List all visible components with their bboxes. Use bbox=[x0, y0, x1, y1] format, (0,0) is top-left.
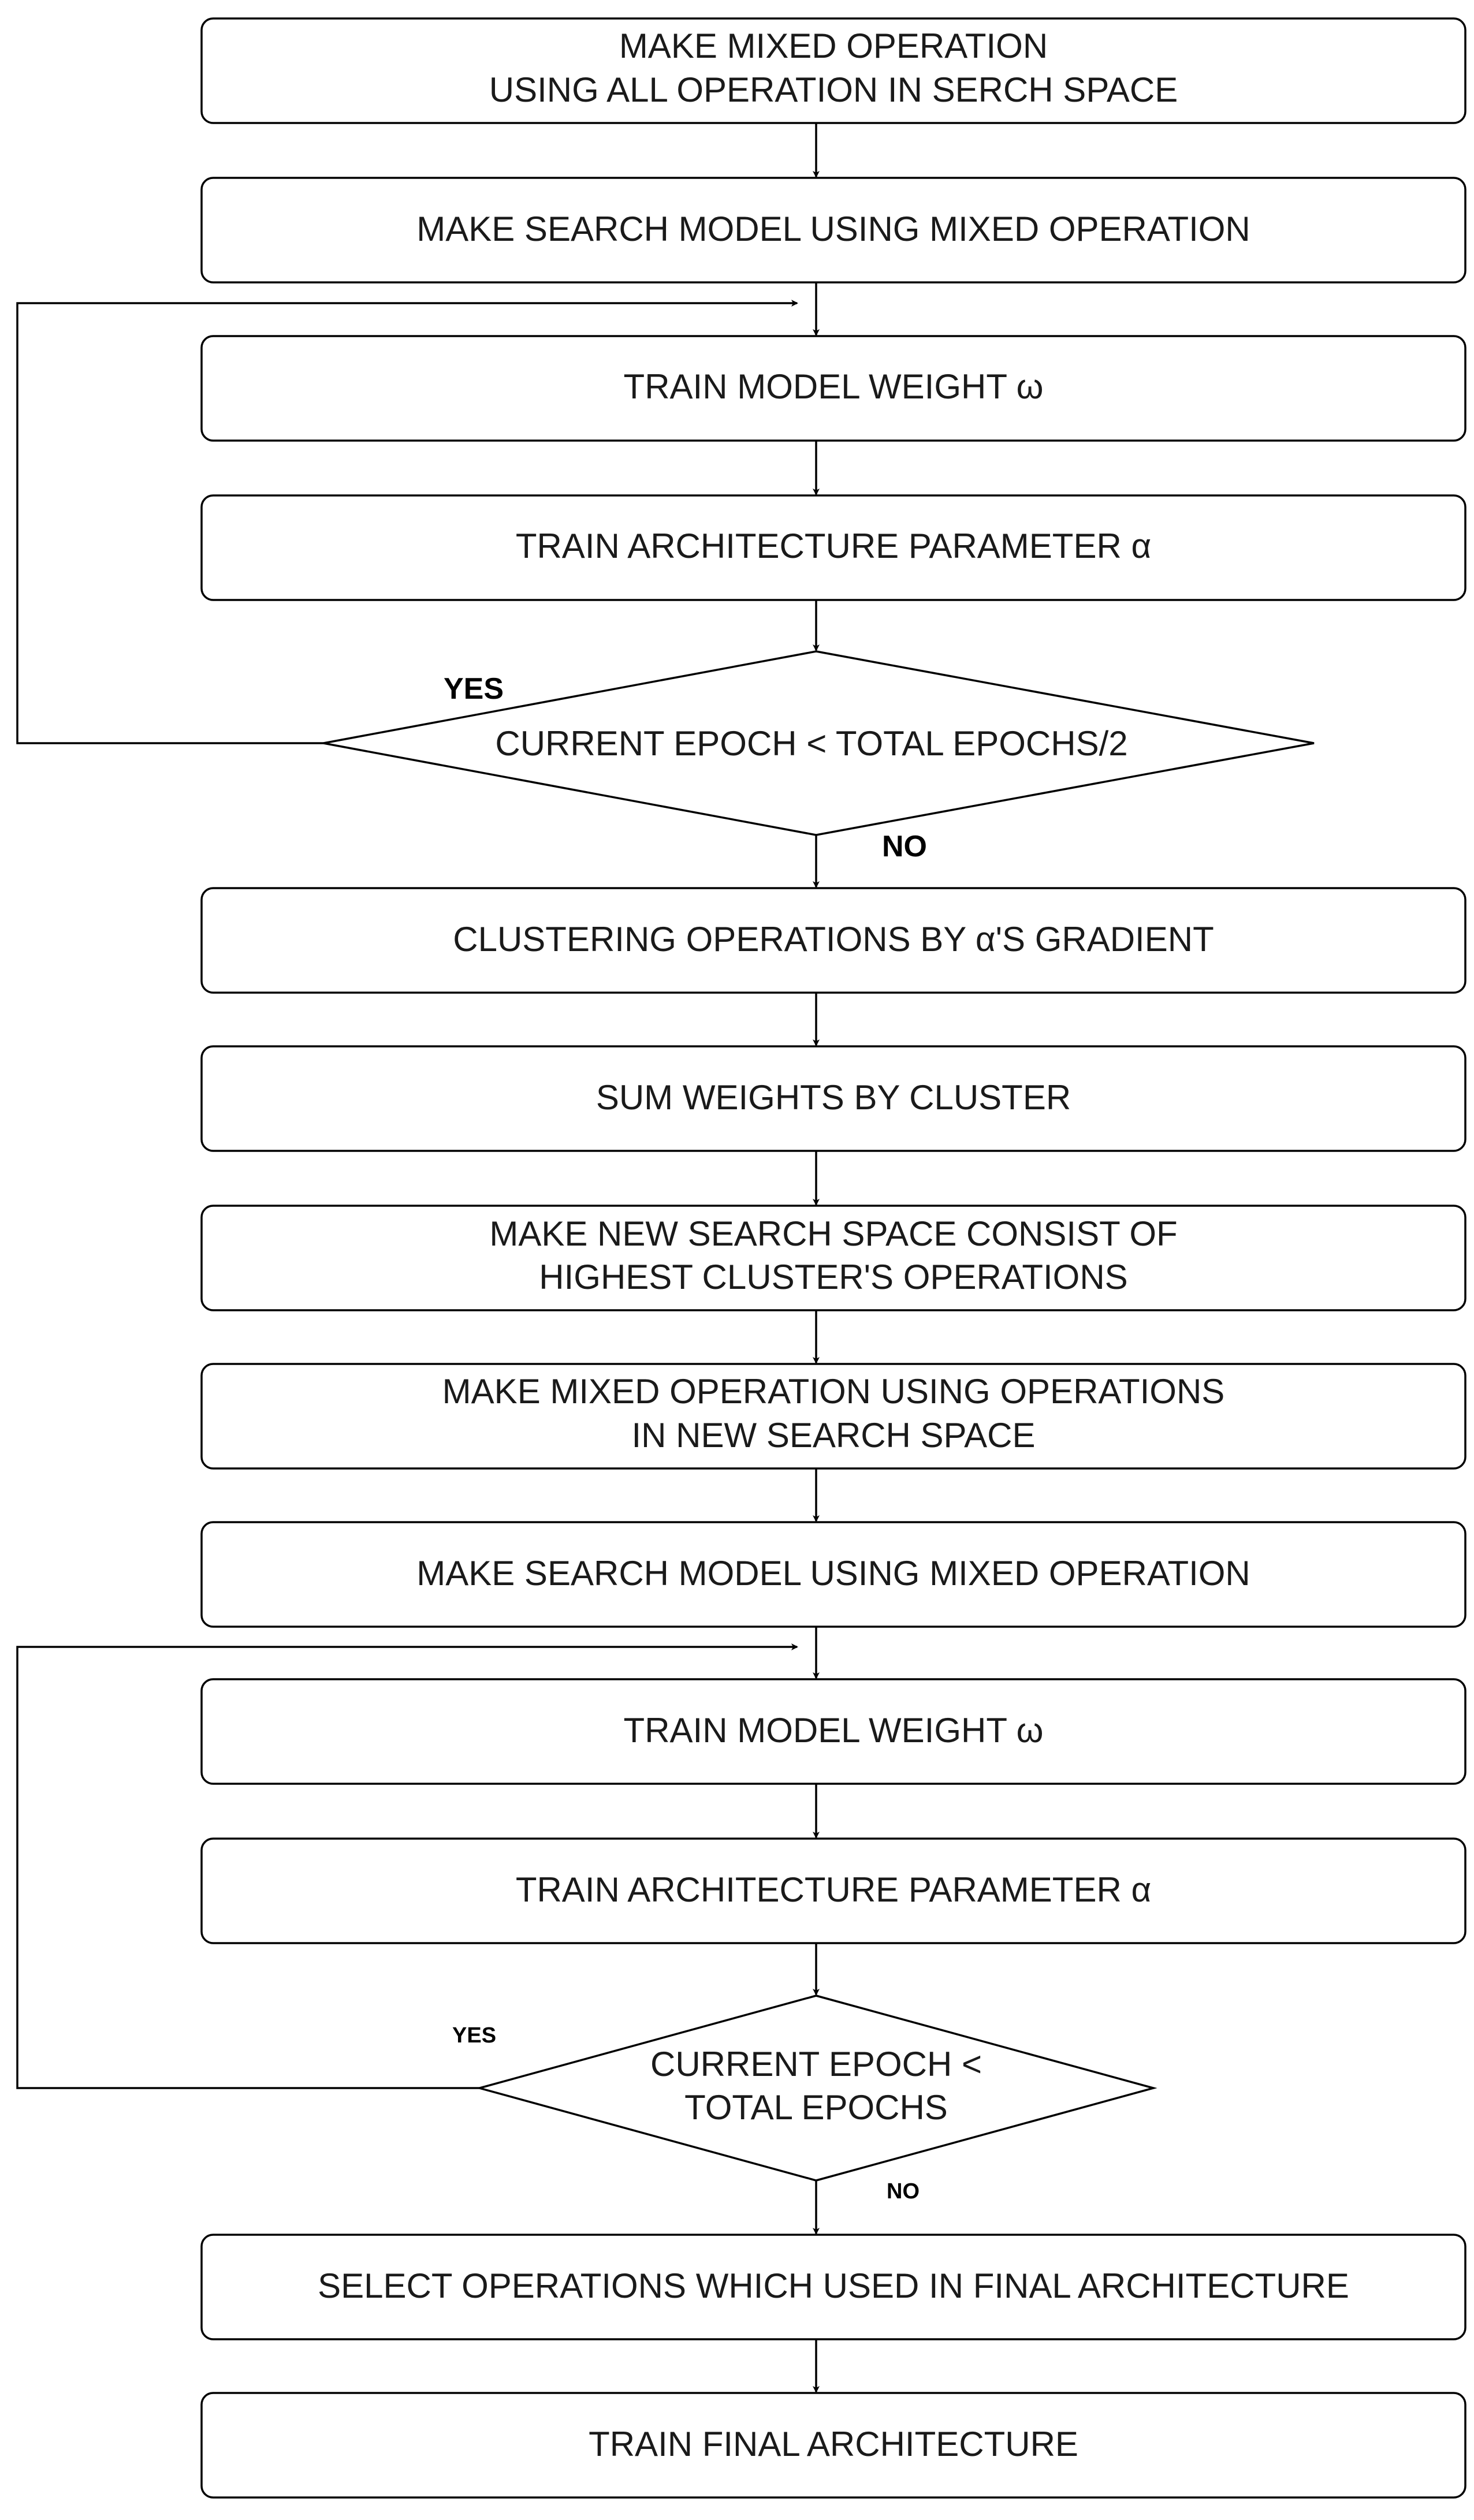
process-box-b11: TRAIN ARCHITECTURE PARAMETER α bbox=[200, 1837, 1466, 1944]
box-label: TRAIN MODEL WEIGHT ω bbox=[624, 1711, 1044, 1750]
process-box-b10: TRAIN MODEL WEIGHT ω bbox=[200, 1678, 1466, 1785]
no-label: NO bbox=[887, 2179, 920, 2204]
box-label: IN NEW SEARCH SPACE bbox=[632, 1416, 1036, 1455]
yes-label: YES bbox=[452, 2023, 496, 2048]
box-label: MAKE MIXED OPERATION USING OPERATIONS bbox=[442, 1372, 1225, 1411]
box-label: SUM WEIGHTS BY CLUSTER bbox=[596, 1078, 1071, 1117]
box-label: TRAIN ARCHITECTURE PARAMETER α bbox=[516, 527, 1151, 565]
process-box-b5: CLUSTERING OPERATIONS BY α'S GRADIENT bbox=[200, 887, 1466, 994]
process-box-b9: MAKE SEARCH MODEL USING MIXED OPERATION bbox=[200, 1521, 1466, 1628]
decision-diamond-d1: CURRENT EPOCH < TOTAL EPOCHS/2 bbox=[323, 650, 1315, 836]
decision-label: CURRENT EPOCH < TOTAL EPOCHS/2 bbox=[495, 724, 1127, 763]
process-box-b7: MAKE NEW SEARCH SPACE CONSIST OF HIGHEST… bbox=[200, 1205, 1466, 1311]
box-label: SELECT OPERATIONS WHICH USED IN FINAL AR… bbox=[318, 2266, 1349, 2305]
box-label: CLUSTERING OPERATIONS BY α'S GRADIENT bbox=[453, 920, 1214, 959]
box-label: TRAIN ARCHITECTURE PARAMETER α bbox=[516, 1870, 1151, 1909]
process-box-b12: SELECT OPERATIONS WHICH USED IN FINAL AR… bbox=[200, 2234, 1466, 2340]
box-label: USING ALL OPERATION IN SERCH SPACE bbox=[489, 70, 1178, 109]
no-label: NO bbox=[882, 830, 927, 863]
box-label: MAKE MIXED OPERATION bbox=[619, 27, 1048, 65]
process-box-b4: TRAIN ARCHITECTURE PARAMETER α bbox=[200, 494, 1466, 601]
process-box-b3: TRAIN MODEL WEIGHT ω bbox=[200, 335, 1466, 442]
box-label: MAKE SEARCH MODEL USING MIXED OPERATION bbox=[416, 1554, 1250, 1593]
yes-label: YES bbox=[444, 672, 504, 706]
loop-back-arrow bbox=[16, 1643, 798, 2089]
process-box-b2: MAKE SEARCH MODEL USING MIXED OPERATION bbox=[200, 177, 1466, 284]
process-box-b8: MAKE MIXED OPERATION USING OPERATIONS IN… bbox=[200, 1363, 1466, 1470]
decision-label: CURRENT EPOCH < bbox=[650, 2045, 982, 2083]
loop-back-arrow bbox=[16, 300, 798, 744]
box-label: TRAIN MODEL WEIGHT ω bbox=[624, 367, 1044, 406]
box-label: HIGHEST CLUSTER'S OPERATIONS bbox=[539, 1258, 1127, 1296]
decision-diamond-d2: CURRENT EPOCH < TOTAL EPOCHS bbox=[475, 1995, 1157, 2182]
decision-label: TOTAL EPOCHS bbox=[684, 2088, 948, 2127]
box-label: TRAIN FINAL ARCHITECTURE bbox=[589, 2425, 1078, 2463]
box-label: MAKE SEARCH MODEL USING MIXED OPERATION bbox=[416, 210, 1250, 248]
process-box-b1: MAKE MIXED OPERATION USING ALL OPERATION… bbox=[200, 17, 1466, 124]
box-label: MAKE NEW SEARCH SPACE CONSIST OF bbox=[489, 1214, 1177, 1253]
process-box-b13: TRAIN FINAL ARCHITECTURE bbox=[200, 2392, 1466, 2499]
process-box-b6: SUM WEIGHTS BY CLUSTER bbox=[200, 1045, 1466, 1152]
